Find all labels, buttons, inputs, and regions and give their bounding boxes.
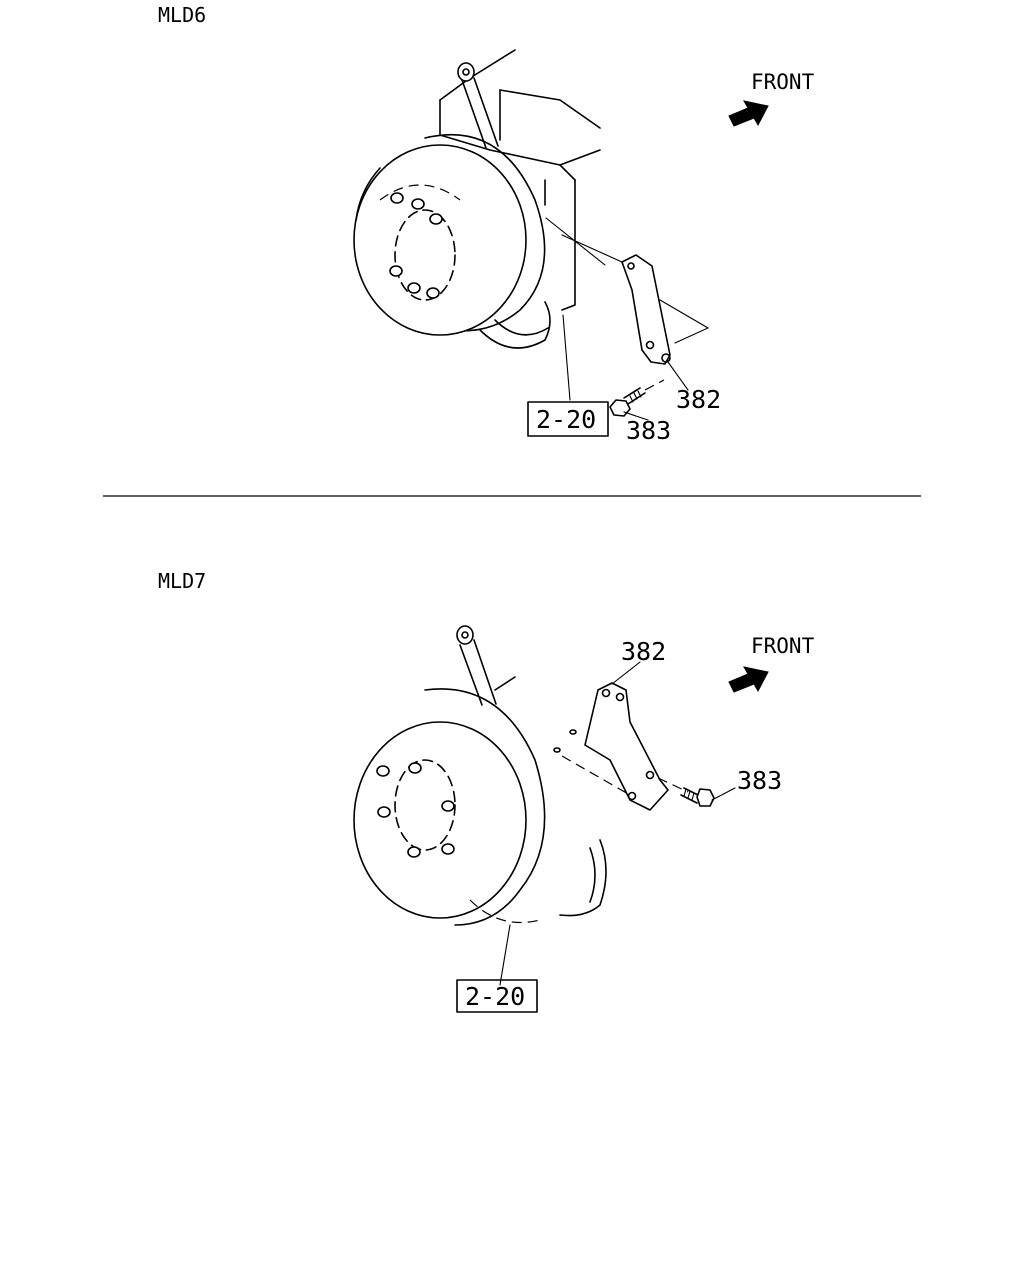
- brake-drum-mld6: [353, 133, 551, 349]
- lifting-hook-mld7: [456, 625, 497, 706]
- callout-382-mld7: 382: [621, 637, 666, 666]
- front-label-mld6: FRONT: [751, 70, 815, 94]
- section-mld6: MLD6: [158, 3, 815, 445]
- section-title-mld7: MLD7: [158, 569, 206, 593]
- wheel-studs-mld7: [376, 762, 455, 858]
- ref-box-mld6: [527, 401, 609, 437]
- section-title-mld6: MLD6: [158, 3, 206, 27]
- section-mld7: MLD7: [158, 569, 815, 1013]
- leader-383-mld6: [623, 411, 649, 421]
- ref-box-label-mld7: 2-20: [465, 982, 525, 1011]
- bolt-383-mld7: [680, 787, 715, 807]
- brake-drum-mld7: [353, 688, 546, 926]
- callout-382-mld6: 382: [676, 385, 721, 414]
- lifting-hook-mld6: [457, 62, 499, 149]
- wheel-studs-mld6: [389, 192, 443, 299]
- leader-382-mld6: [667, 361, 689, 391]
- callout-383-mld6: 383: [626, 416, 671, 445]
- front-arrow-icon-mld7: [728, 666, 769, 693]
- bracket-382-mld6: [621, 254, 710, 365]
- leader-ref-mld6: [562, 314, 571, 401]
- ref-box-mld7: [456, 979, 538, 1013]
- leader-383-mld7: [711, 787, 736, 801]
- leader-382-mld7: [611, 661, 641, 685]
- ref-box-label-mld6: 2-20: [536, 405, 596, 434]
- callout-383-mld7: 383: [737, 766, 782, 795]
- engine-block-mld6: [439, 49, 623, 311]
- leader-ref-mld7: [499, 924, 511, 986]
- front-arrow-icon-mld6: [728, 100, 769, 127]
- engine-block-mld7: [494, 676, 607, 917]
- bolt-383-mld6: [609, 379, 665, 417]
- front-label-mld7: FRONT: [751, 634, 815, 658]
- bracket-382-mld7: [553, 682, 689, 811]
